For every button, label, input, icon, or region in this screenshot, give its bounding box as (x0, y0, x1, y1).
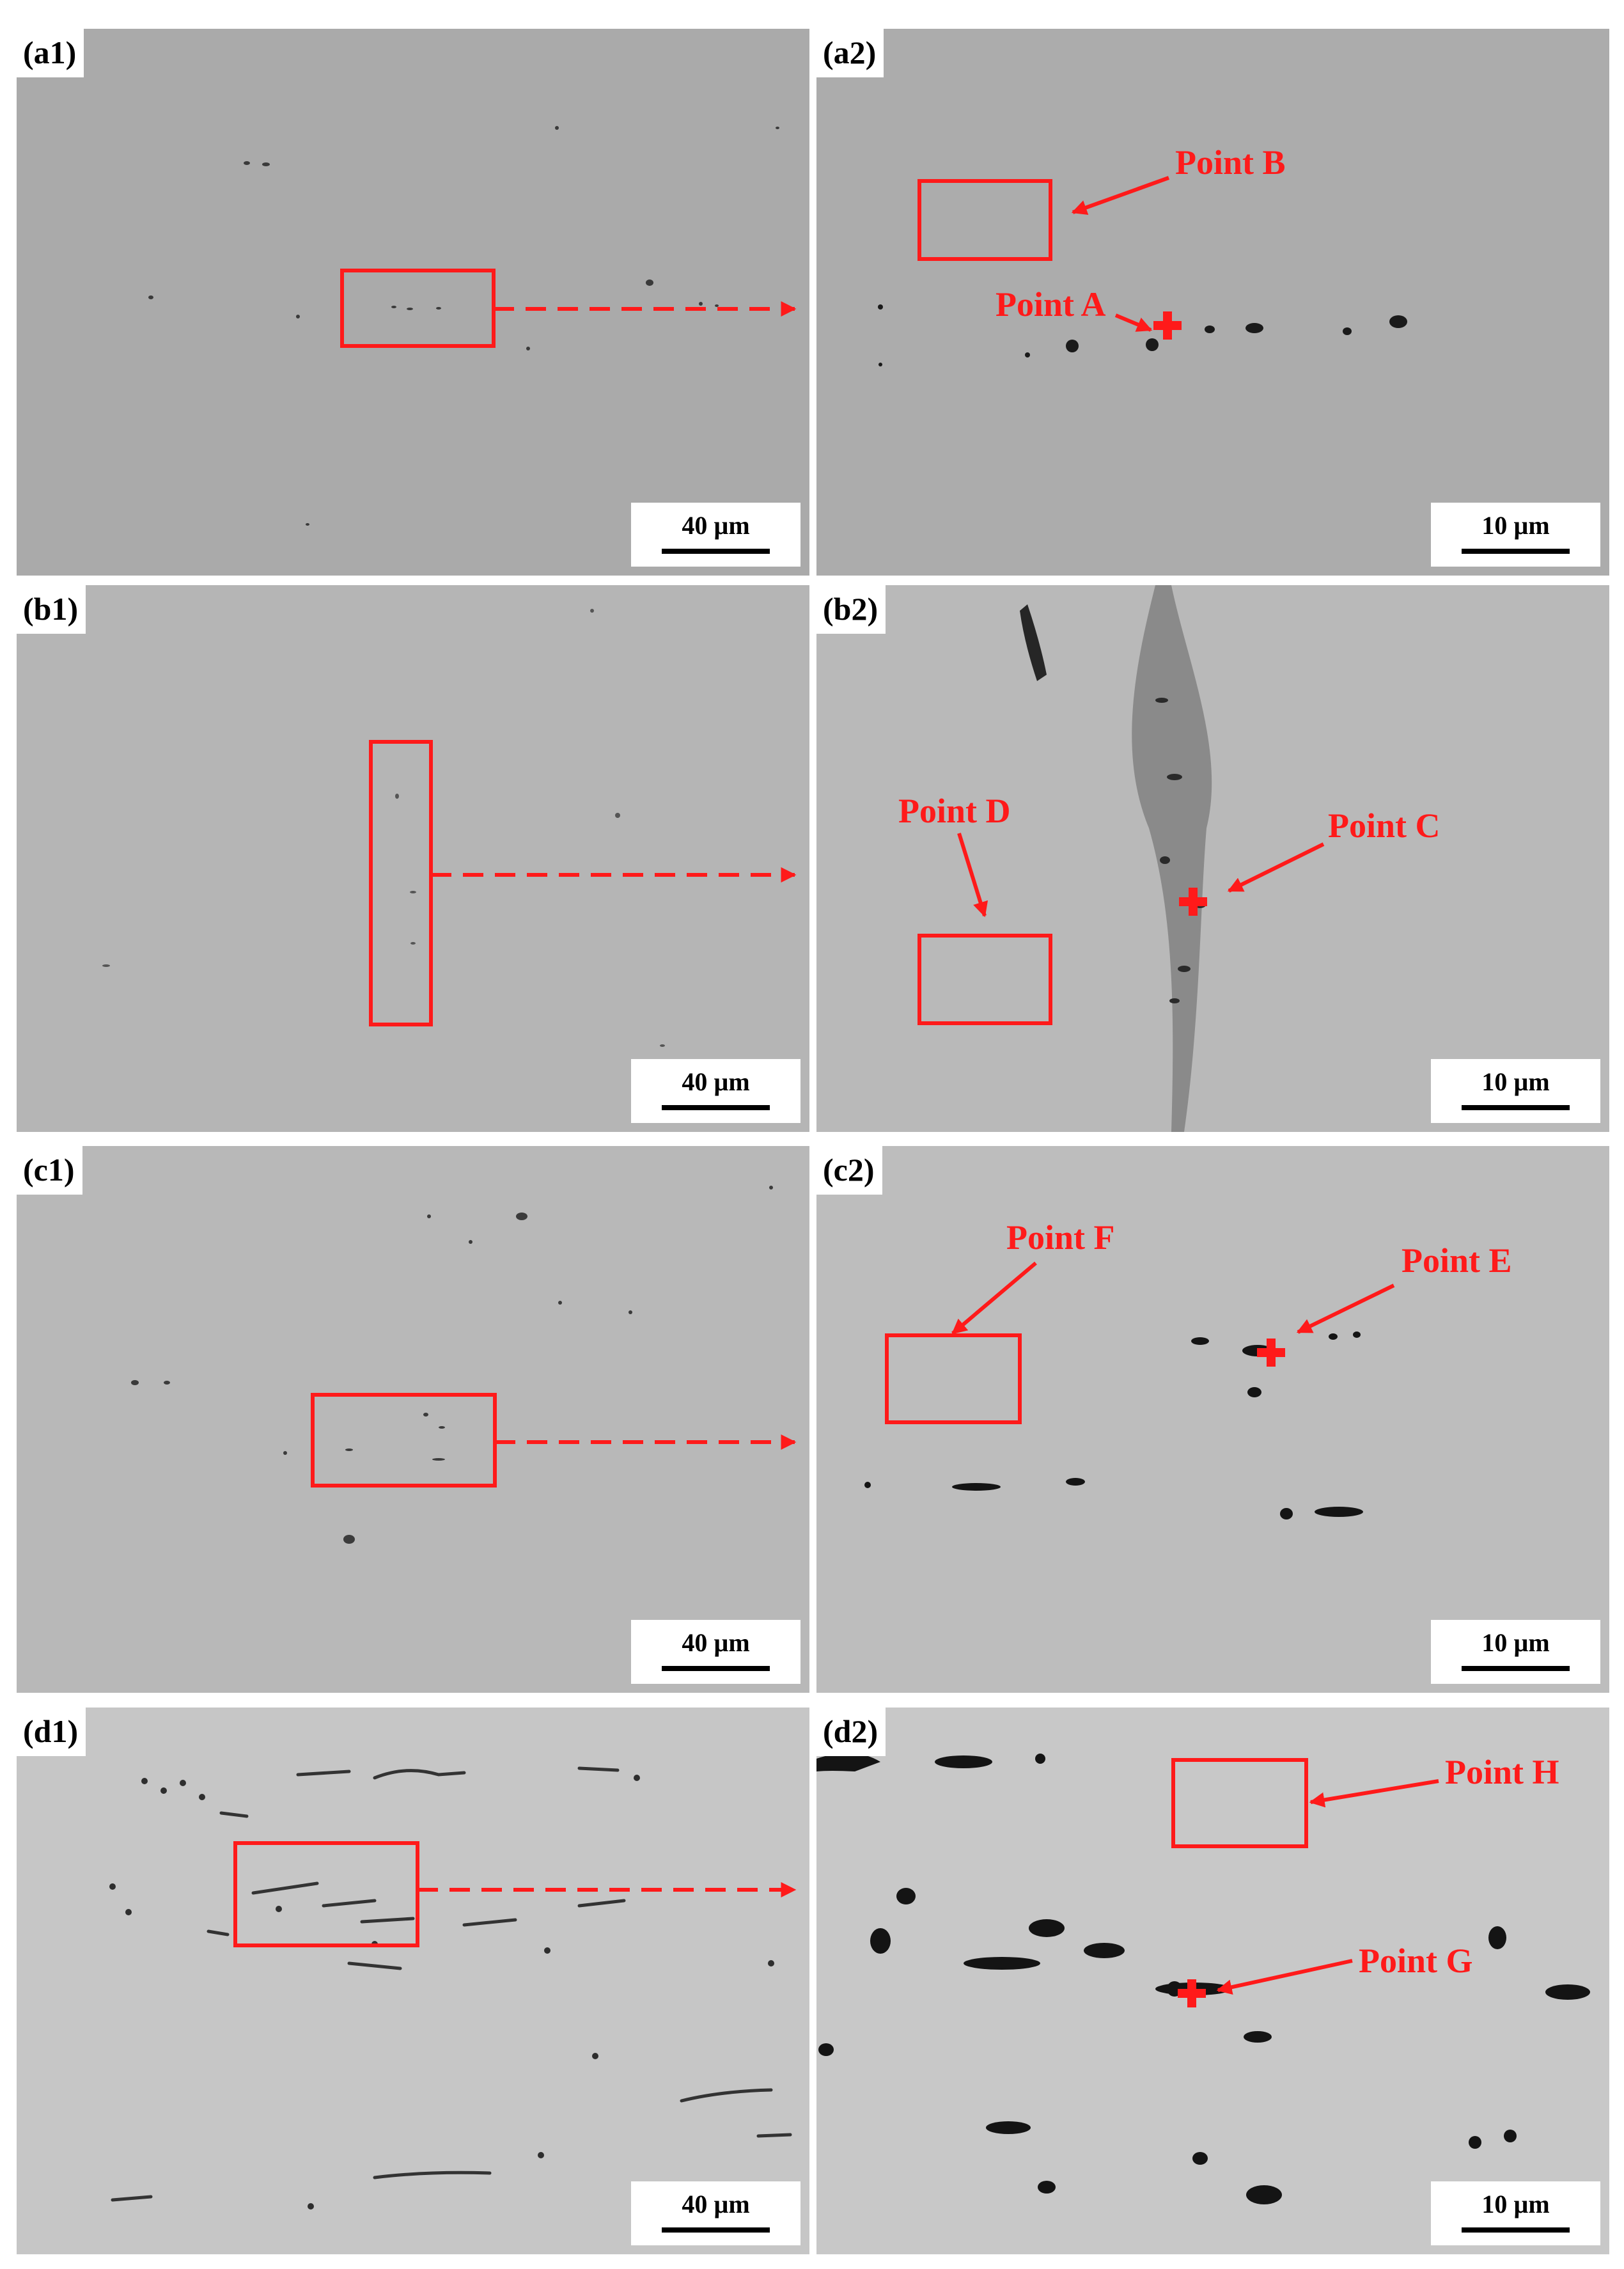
scale-bar-line (1462, 1105, 1570, 1110)
scale-bar: 10 µm (1431, 1059, 1600, 1123)
scale-bar: 40 µm (631, 2181, 800, 2245)
scale-bar: 10 µm (1431, 1620, 1600, 1684)
scale-bar-text: 10 µm (1481, 1067, 1550, 1096)
scale-bar-text: 40 µm (682, 1628, 750, 1657)
annotation-point-a: Point A (995, 285, 1106, 324)
scale-bar-text: 40 µm (682, 1067, 750, 1096)
scale-bar-text: 10 µm (1481, 511, 1550, 540)
panel-label: (a1) (17, 29, 84, 77)
panel-label: (b1) (17, 585, 86, 634)
annotation-point-g: Point G (1359, 1942, 1473, 1980)
annotation-point-c: Point C (1328, 806, 1441, 845)
sem-image-b2 (816, 585, 1609, 1132)
panel-label: (d1) (17, 1708, 86, 1756)
panel-label: (b2) (816, 585, 886, 634)
scale-bar: 40 µm (631, 1059, 800, 1123)
micrograph-panel-a1: (a1) 40 µm (17, 29, 809, 576)
sem-image-d1 (17, 1708, 809, 2254)
micrograph-panel-d2: (d2) 10 µm Point H Point G (816, 1708, 1609, 2254)
scale-bar-text: 40 µm (682, 2190, 750, 2218)
scale-bar-line (662, 549, 770, 554)
micrograph-panel-b1: (b1) 40 µm (17, 585, 809, 1132)
panel-label: (c2) (816, 1146, 882, 1195)
panel-label: (c1) (17, 1146, 82, 1195)
sem-image-b1 (17, 585, 809, 1132)
scale-bar-line (1462, 2227, 1570, 2233)
annotation-point-f: Point F (1006, 1218, 1115, 1257)
panel-label: (d2) (816, 1708, 886, 1756)
scale-bar-text: 10 µm (1481, 2190, 1550, 2218)
annotation-point-e: Point E (1401, 1241, 1512, 1280)
sem-image-a1 (17, 29, 809, 576)
scale-bar-line (1462, 549, 1570, 554)
scale-bar-line (662, 2227, 770, 2233)
micrograph-panel-c1: (c1) 40 µm (17, 1146, 809, 1693)
sem-image-c1 (17, 1146, 809, 1693)
scale-bar: 40 µm (631, 503, 800, 567)
annotation-point-d: Point D (898, 792, 1011, 830)
scale-bar-line (662, 1666, 770, 1671)
annotation-point-h: Point H (1445, 1753, 1559, 1791)
micrograph-panel-c2: (c2) 10 µm Point F Point E (816, 1146, 1609, 1693)
micrograph-panel-b2: (b2) 10 µm Point D Point C (816, 585, 1609, 1132)
micrograph-panel-a2: (a2) 10 µm Point B Point A (816, 29, 1609, 576)
annotation-point-b: Point B (1175, 143, 1286, 182)
sem-image-a2 (816, 29, 1609, 576)
scale-bar: 10 µm (1431, 503, 1600, 567)
scale-bar-text: 40 µm (682, 511, 750, 540)
scale-bar: 10 µm (1431, 2181, 1600, 2245)
scale-bar-line (1462, 1666, 1570, 1671)
sem-image-c2 (816, 1146, 1609, 1693)
panel-label: (a2) (816, 29, 884, 77)
scale-bar-text: 10 µm (1481, 1628, 1550, 1657)
scale-bar: 40 µm (631, 1620, 800, 1684)
scale-bar-line (662, 1105, 770, 1110)
micrograph-panel-d1: (d1) 40 µm (17, 1708, 809, 2254)
